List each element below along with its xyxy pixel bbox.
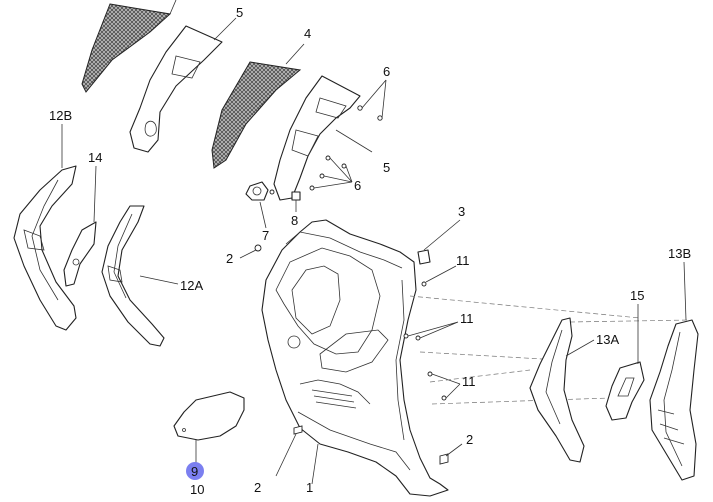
label-2-right: 2 (466, 432, 473, 447)
label-12b: 12B (49, 108, 72, 123)
label-2-left: 2 (226, 251, 233, 266)
screw-2-left[interactable] (239, 244, 262, 259)
side-panel-12a[interactable] (101, 205, 179, 347)
bracket-15[interactable] (605, 304, 645, 421)
label-6-top: 6 (383, 64, 390, 79)
center-grille[interactable] (211, 43, 305, 169)
label-14: 14 (88, 150, 102, 165)
label-10: 10 (190, 482, 204, 497)
cover-10[interactable] (173, 391, 245, 466)
screws-6-top[interactable] (357, 79, 387, 121)
label-15: 15 (630, 288, 644, 303)
label-7: 7 (262, 228, 269, 243)
label-13b: 13B (668, 246, 691, 261)
label-2-bottom: 2 (254, 480, 261, 495)
label-5-middle: 5 (383, 160, 390, 175)
label-5-top: 5 (236, 5, 243, 20)
inner-bracket-middle[interactable] (273, 75, 373, 201)
label-8: 8 (291, 213, 298, 228)
bracket-14[interactable] (63, 165, 97, 287)
knob-7[interactable] (245, 181, 275, 229)
screws-2-bottom[interactable] (275, 425, 463, 477)
label-11-a: 11 (456, 253, 470, 268)
clip-8[interactable] (291, 191, 301, 212)
side-trim-13b[interactable] (649, 261, 699, 481)
label-6-middle: 6 (354, 178, 361, 193)
inner-bracket-top[interactable] (129, 17, 237, 153)
label-3: 3 (458, 204, 465, 219)
label-4: 4 (304, 26, 311, 41)
alignment-lines (409, 295, 691, 405)
screws-11[interactable] (403, 265, 461, 401)
part-labels: 5 4 6 5 6 7 8 12B 14 12A 3 2 11 11 11 13… (49, 5, 691, 497)
highlight-marker-9[interactable] (186, 462, 204, 480)
label-11-c: 11 (462, 374, 476, 389)
grille-top-left[interactable] (81, 0, 177, 93)
front-shield-1[interactable] (261, 219, 449, 497)
side-trim-13a[interactable] (529, 317, 595, 463)
clip-3[interactable] (417, 219, 461, 265)
label-11-b: 11 (460, 311, 474, 326)
label-13a: 13A (596, 332, 619, 347)
screws-6-middle[interactable] (309, 155, 353, 191)
side-panel-12b[interactable] (13, 124, 77, 331)
label-1: 1 (306, 480, 313, 495)
label-12a: 12A (180, 278, 203, 293)
label-9: 9 (191, 464, 198, 479)
